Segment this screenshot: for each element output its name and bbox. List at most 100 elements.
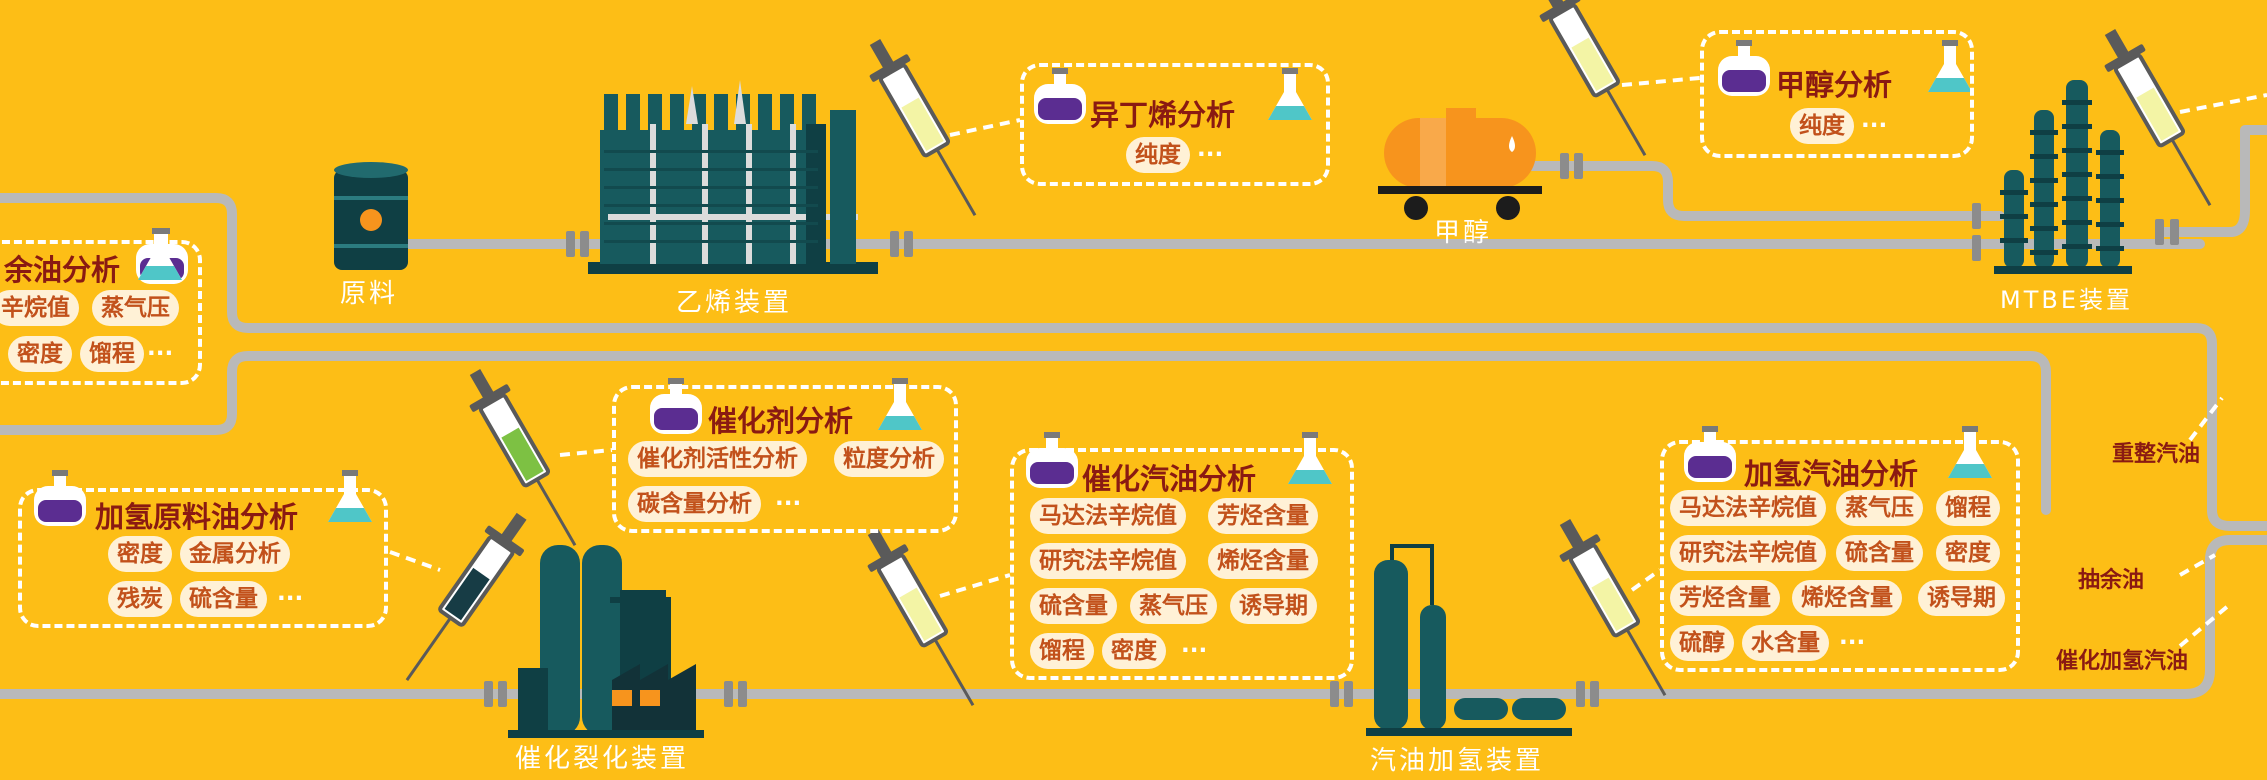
teal-flask-icon (1268, 68, 1312, 120)
analysis-item: 金属分析 (180, 536, 290, 572)
pipe-flange (2170, 219, 2179, 245)
analysis-item: 硫醇 (1670, 625, 1734, 661)
teal-flask-icon (138, 228, 182, 280)
connector (1630, 568, 1662, 592)
pipe-flange (1344, 681, 1353, 707)
analysis-box-raffinate (0, 240, 202, 385)
connector (2178, 604, 2230, 648)
upper-return-pipe (0, 193, 2267, 531)
analysis-item: ··· (1861, 113, 1888, 139)
analysis-item: 蒸气压 (1836, 490, 1923, 526)
analysis-item: 蒸气压 (92, 290, 179, 326)
analysis-item: 馏程 (1936, 490, 2000, 526)
unit-label-hydro: 汽油加氢装置 (1370, 746, 1545, 776)
analysis-item: 诱导期 (1918, 580, 2005, 616)
purple-flask-icon (1034, 68, 1086, 124)
bottom-pipe (0, 535, 2267, 699)
analysis-title-hydro-gasoline: 加氢汽油分析 (1744, 457, 1919, 491)
connector (939, 573, 1011, 598)
pipe-flange (1574, 153, 1583, 179)
analysis-item: ··· (277, 586, 304, 612)
purple-flask-icon (1718, 40, 1770, 96)
analysis-item: ··· (1839, 630, 1866, 656)
analysis-box-hydro-feed (18, 488, 388, 628)
mtbe-out-pipe (2155, 125, 2267, 237)
analysis-box-fcc-gasoline (1010, 448, 1354, 680)
pipe-flange (904, 231, 913, 257)
unit-label-ethylene: 乙烯装置 (676, 288, 793, 318)
purple-flask-icon (1026, 432, 1078, 488)
pipe-flange (484, 681, 493, 707)
analysis-item: 研究法辛烷值 (1030, 543, 1186, 579)
tank-car-icon (1378, 108, 1542, 220)
unit-label-mtbe: MTBE装置 (2000, 286, 2133, 314)
analysis-item: 密度 (108, 536, 172, 572)
analysis-item: 研究法辛烷值 (1670, 535, 1826, 571)
analysis-item: 芳烃含量 (1208, 498, 1318, 534)
analysis-item: 硫含量 (180, 581, 267, 617)
analysis-item: 密度 (8, 336, 72, 372)
connector (949, 118, 1021, 137)
analysis-item: 烯烃含量 (1792, 580, 1902, 616)
analysis-box-isobutylene (1020, 63, 1330, 186)
analysis-title-isobutylene: 异丁烯分析 (1090, 98, 1236, 132)
teal-flask-icon (328, 470, 372, 522)
syringe-icon (1539, 0, 1647, 157)
analysis-box-methanol (1700, 30, 1974, 158)
analysis-item: 辛烷值 (0, 290, 79, 326)
unit-label-fcc: 催化裂化装置 (515, 744, 690, 774)
analysis-title-catalyst: 催化剂分析 (708, 404, 854, 438)
analysis-title-hydro-feed: 加氢原料油分析 (95, 500, 299, 534)
oil-barrel-icon (334, 162, 408, 270)
pipe-flange (738, 681, 747, 707)
analysis-item: 纯度 (1790, 108, 1854, 144)
analysis-box-hydro-gasoline (1660, 440, 2020, 672)
analysis-item: 烯烃含量 (1208, 543, 1318, 579)
pipe-flange (1972, 203, 1981, 229)
connector (1621, 76, 1701, 87)
syringe-icon (869, 39, 977, 217)
connector (2179, 93, 2267, 114)
pipe-flange (1972, 235, 1981, 261)
analysis-item: 硫含量 (1836, 535, 1923, 571)
pipe-flange (498, 681, 507, 707)
pipe-flange (1560, 153, 1569, 179)
side-label-hydro-gasoline: 催化加氢汽油 (2056, 649, 2189, 674)
syringe-icon (867, 529, 975, 707)
analysis-item: ··· (775, 491, 802, 517)
analysis-item: 碳含量分析 (628, 486, 761, 522)
analysis-item: 蒸气压 (1130, 588, 1217, 624)
teal-flask-icon (1288, 432, 1332, 484)
analysis-item: 密度 (1936, 535, 2000, 571)
pipe-joints (484, 153, 2179, 707)
analysis-item: 密度 (1102, 633, 1166, 669)
analysis-title-raffinate: 余油分析 (4, 253, 121, 287)
side-label-raffinate: 抽余油 (2078, 568, 2145, 593)
purple-flask-icon (34, 470, 86, 526)
teal-flask-icon (1928, 40, 1972, 92)
cracking-unit-icon (508, 545, 704, 738)
syringe-icon (405, 512, 527, 681)
syringe-icon (1559, 519, 1667, 697)
teal-flask-icon (1948, 426, 1992, 478)
analysis-item: 纯度 (1126, 137, 1190, 173)
teal-flask-icon (878, 378, 922, 430)
connector (389, 550, 441, 572)
analysis-item: ··· (147, 341, 174, 367)
analysis-item: 粒度分析 (834, 441, 944, 477)
syringe-icon (2104, 29, 2212, 207)
pipe-flange (566, 231, 575, 257)
analysis-title-fcc-gasoline: 催化汽油分析 (1082, 462, 1257, 496)
connector (2179, 553, 2216, 577)
analysis-item: 诱导期 (1230, 588, 1317, 624)
analysis-item: 馏程 (80, 336, 144, 372)
connector (559, 448, 613, 457)
analysis-item: 马达法辛烷值 (1670, 490, 1826, 526)
analysis-item: 催化剂活性分析 (628, 441, 807, 477)
side-label-reformate: 重整汽油 (2112, 442, 2201, 467)
analysis-item: ··· (1181, 638, 1208, 664)
dashed-connectors (389, 76, 2267, 648)
analysis-item: 马达法辛烷值 (1030, 498, 1186, 534)
analysis-item: 水含量 (1742, 625, 1829, 661)
pipe-flange (1576, 681, 1585, 707)
